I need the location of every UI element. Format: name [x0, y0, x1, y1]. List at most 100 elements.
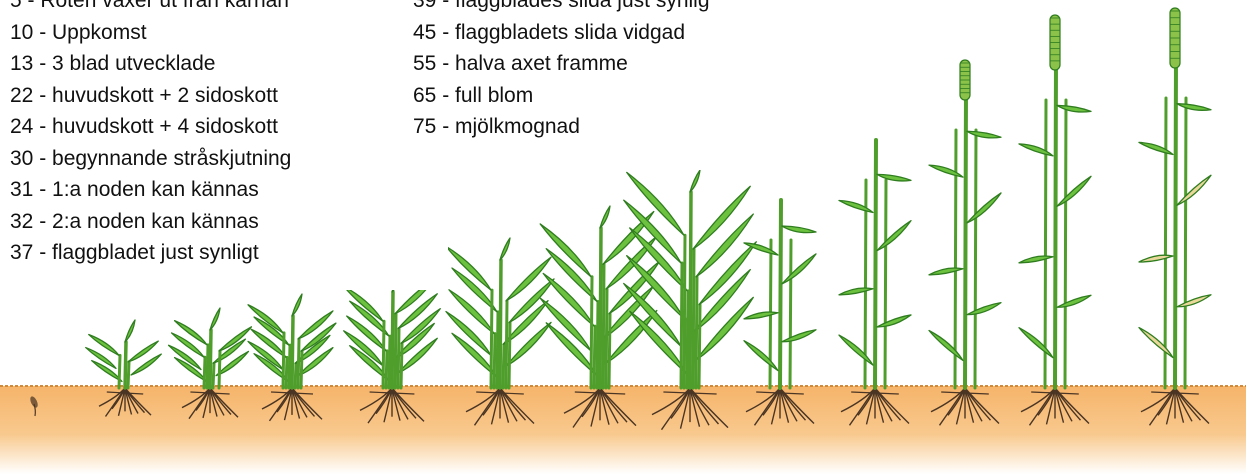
stem — [383, 321, 384, 388]
stage-label: 31 - 1:a noden kan kännas — [10, 174, 291, 206]
stem — [500, 260, 501, 388]
stage-label: 45 - flaggbladets slida vidgad — [413, 17, 710, 49]
stem — [503, 344, 504, 388]
leaf — [696, 297, 753, 360]
stem — [1055, 60, 1056, 388]
leaf — [782, 330, 816, 342]
stem — [687, 291, 688, 388]
stem — [491, 290, 492, 388]
leaf — [210, 308, 220, 330]
leaf — [449, 290, 494, 334]
leaf — [744, 312, 778, 319]
wheat-plant-icon — [1139, 8, 1211, 425]
stage-label: 55 - halva axet framme — [413, 48, 710, 80]
leaf — [929, 330, 963, 360]
stem — [283, 333, 284, 388]
leaf — [600, 206, 610, 228]
leaf — [1057, 295, 1091, 307]
stage-list-left: 5 - Roten växer ut från kärnan 10 - Uppk… — [10, 0, 291, 269]
stem — [506, 301, 507, 388]
stem — [780, 200, 781, 388]
leaf — [693, 186, 750, 249]
leaf — [929, 268, 963, 275]
stage-label: 30 - begynnande stråskjutning — [10, 143, 291, 175]
stem — [298, 339, 299, 388]
leaf — [877, 315, 911, 327]
stem — [696, 277, 697, 388]
ear-icon — [1170, 8, 1180, 68]
stage-label: 5 - Roten växer ut från kärnan — [10, 0, 291, 17]
wheat-plant-icon — [1019, 15, 1091, 425]
stem — [389, 336, 390, 388]
stage-label: 65 - full blom — [413, 80, 710, 112]
stem — [398, 329, 399, 388]
stem — [128, 362, 129, 388]
stage-list-right: 39 - flaggblades slida just synlig 45 - … — [413, 0, 710, 143]
leaf — [839, 288, 873, 295]
stem — [386, 351, 387, 388]
stem — [289, 345, 290, 388]
stage-label: 24 - huvudskott + 4 sidoskott — [10, 111, 291, 143]
stem — [286, 357, 287, 388]
stem — [392, 292, 393, 388]
leaf — [500, 238, 510, 260]
wheat-plant-icon — [929, 60, 1001, 425]
ear-icon — [1050, 15, 1060, 70]
stem — [975, 130, 976, 388]
leaf — [1139, 255, 1173, 262]
leaf — [782, 254, 816, 284]
stage-label: 75 - mjölkmognad — [413, 111, 710, 143]
stem — [210, 330, 211, 388]
leaf — [627, 172, 684, 235]
leaf — [506, 322, 551, 366]
stem — [790, 240, 791, 388]
leaf — [1177, 104, 1211, 111]
stem — [1065, 100, 1066, 388]
stem — [395, 314, 396, 388]
leaf — [175, 321, 207, 345]
leaf — [298, 311, 333, 339]
stem — [885, 180, 886, 388]
stem — [1045, 100, 1046, 388]
leaf — [506, 257, 551, 301]
stem — [207, 345, 208, 388]
leaf — [1057, 176, 1091, 206]
leaf — [744, 341, 778, 371]
stem — [213, 363, 214, 388]
stem — [292, 316, 293, 388]
stem — [295, 364, 296, 388]
stem — [591, 277, 592, 388]
leaf — [839, 200, 873, 212]
leaf — [1019, 144, 1053, 156]
stem — [597, 301, 598, 388]
stem — [684, 235, 685, 388]
stem — [600, 228, 601, 388]
leaf — [929, 165, 963, 177]
stem — [603, 264, 604, 388]
leaf — [967, 131, 1001, 138]
wheat-plant-icon — [839, 140, 911, 425]
soil-layer — [0, 386, 1246, 474]
leaf — [877, 221, 911, 251]
stem — [875, 140, 876, 388]
leaf — [696, 214, 753, 277]
stem — [965, 90, 966, 388]
stem — [125, 342, 126, 388]
stem — [1165, 98, 1166, 388]
stem — [681, 263, 682, 388]
stem — [594, 326, 595, 388]
leaf — [1057, 105, 1091, 112]
leaf — [839, 335, 873, 365]
stem — [693, 249, 694, 388]
stem — [494, 334, 495, 388]
stem — [301, 351, 302, 388]
stem — [497, 312, 498, 388]
stem — [204, 357, 205, 388]
leaf — [1019, 328, 1053, 358]
leaf — [125, 320, 135, 342]
stem — [699, 305, 700, 388]
stem — [401, 343, 402, 388]
ear-icon — [960, 60, 970, 100]
stage-label: 32 - 2:a noden kan kännas — [10, 206, 291, 238]
